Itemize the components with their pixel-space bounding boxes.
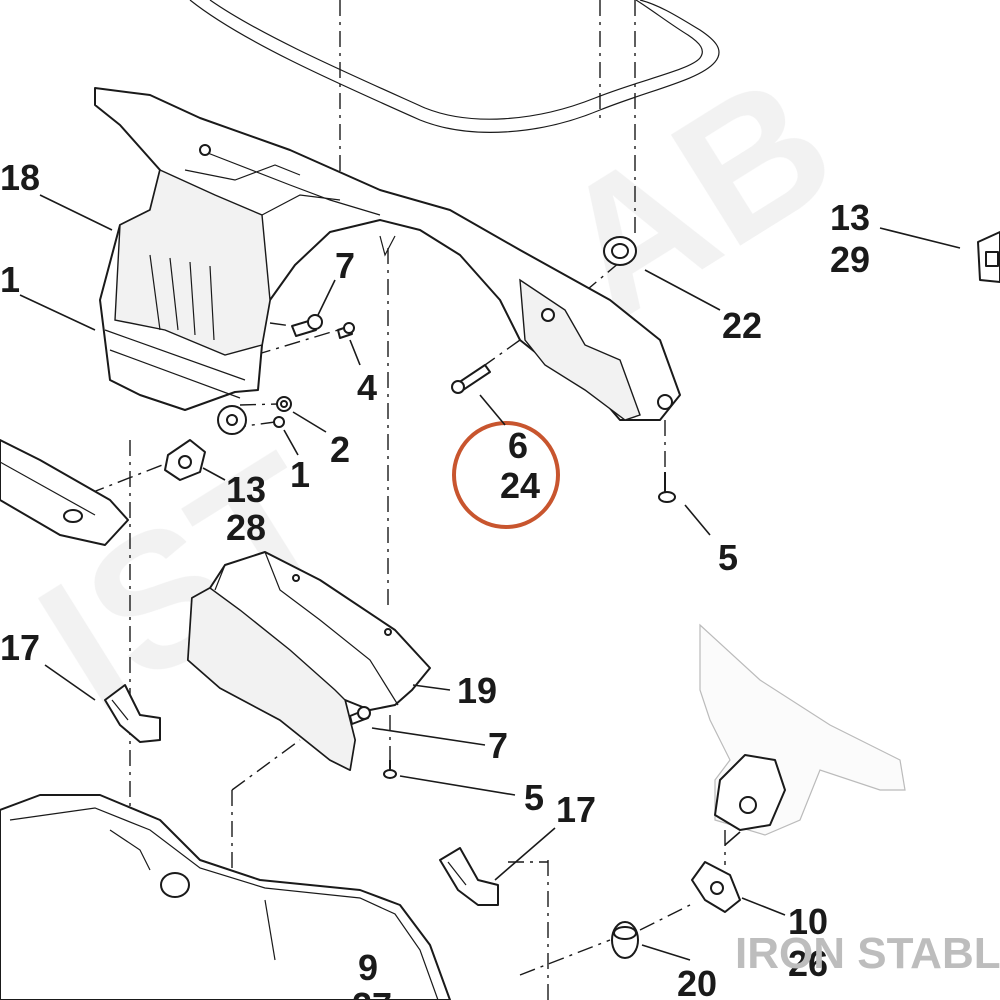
callout-17-right: 17 [556,789,596,830]
callout-7-lower: 7 [488,725,508,766]
callout-2: 2 [330,429,350,470]
highlight-circle [452,421,560,529]
watermark-text: IRON STABLE [735,929,1000,978]
left-rail [0,439,129,546]
frame-mount-ghost [699,623,906,836]
callout-5-lower: 5 [524,777,544,818]
callout-9-27: 927 [352,947,392,1000]
callout-22: 22 [722,305,762,346]
callout-7-upper: 7 [335,245,355,286]
top-seal-gasket [189,0,720,133]
callout-17-left: 17 [0,627,40,668]
main-bracket [94,87,681,435]
callout-1-lower: 1 [290,454,310,495]
fasteners [273,236,676,779]
heat-shield-cover [187,551,431,772]
grommets-and-clips [104,231,1000,959]
callout-20: 20 [677,963,717,1000]
callout-4: 4 [357,367,377,408]
lower-cover [0,794,451,1000]
callout-5-right: 5 [718,537,738,578]
leader-lines [19,194,961,961]
callout-19: 19 [457,670,497,711]
callout-1-upper: 1 [0,259,20,300]
callout-18: 18 [0,157,40,198]
